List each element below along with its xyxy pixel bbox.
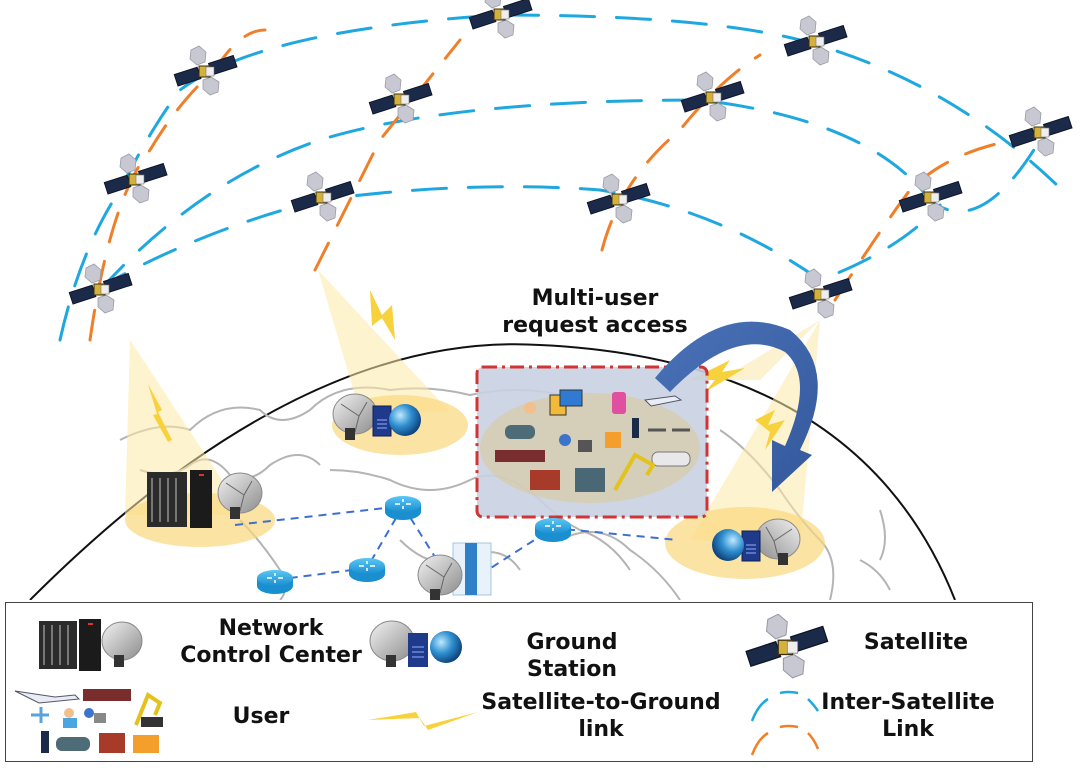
user-icons [495, 389, 691, 492]
network-control-center [147, 470, 263, 528]
factory-icon [605, 432, 621, 448]
annotation-line-1: Multi-user [532, 286, 659, 311]
office-worker-icon [559, 434, 571, 446]
satellite-12 [788, 268, 853, 319]
legend-label-inter-sat-link: Inter-Satellite Link [818, 689, 998, 743]
router-3 [256, 569, 294, 595]
inter-satellite-links [58, 13, 1064, 342]
network-control-center-icon [39, 619, 143, 671]
sat-ground-link-icon [368, 712, 478, 730]
router-2 [348, 557, 386, 583]
legend-isl-line-1: Inter-Satellite [821, 690, 995, 715]
router-1 [384, 495, 422, 521]
ground-station-icon [369, 620, 462, 667]
cargo-ship-icon [495, 450, 545, 462]
smartphone-icon [612, 392, 626, 414]
terrestrial-links [234, 505, 679, 581]
legend: Network Control Center Ground Station Sa… [5, 602, 1033, 762]
semi-truck-icon [575, 468, 605, 492]
dump-truck-icon [530, 470, 560, 490]
computer-icon [578, 440, 592, 452]
satellite-6 [680, 71, 745, 122]
legend-label-satellite: Satellite [863, 630, 969, 655]
router-4 [534, 517, 572, 543]
satellite-10 [898, 171, 963, 222]
airplane-icon [643, 395, 683, 407]
legend-label-sat-ground-link: Satellite-to-Ground link [476, 689, 726, 743]
radio-icon [632, 418, 639, 438]
legend-label-user: User [232, 704, 290, 729]
annotation-line-2: request access [502, 313, 687, 338]
user-icon-group [14, 689, 163, 753]
legend-label-ground-station: Ground Station [526, 630, 618, 682]
legend-ncc-line-1: Network [218, 616, 324, 641]
legend-label-ncc: Network Control Center [176, 615, 366, 669]
operator-icon [524, 402, 536, 414]
satellite-network-diagram: Multi-user request access [29, 0, 1073, 600]
car-icon [505, 425, 535, 439]
satellite-2 [468, 0, 533, 39]
excavator-icon [613, 452, 656, 491]
legend-sgl-line-2: link [578, 717, 624, 742]
monitor-icon [559, 389, 583, 407]
downlink-beams [125, 270, 820, 545]
satellite-7 [1008, 106, 1073, 157]
inter-satellite-link-icon [750, 690, 820, 756]
satellite-4 [103, 153, 168, 204]
access-arrow [655, 321, 818, 492]
ground-facility [417, 542, 492, 600]
satellite-5 [368, 73, 433, 124]
sat-ground-links [148, 290, 785, 450]
legend-sgl-line-1: Satellite-to-Ground [481, 690, 721, 715]
legend-isl-line-2: Link [882, 717, 934, 742]
legend-ncc-line-2: Control Center [180, 643, 362, 668]
suv-icon [651, 451, 691, 467]
satellite-3 [783, 15, 848, 66]
satellite-icon [745, 613, 829, 679]
